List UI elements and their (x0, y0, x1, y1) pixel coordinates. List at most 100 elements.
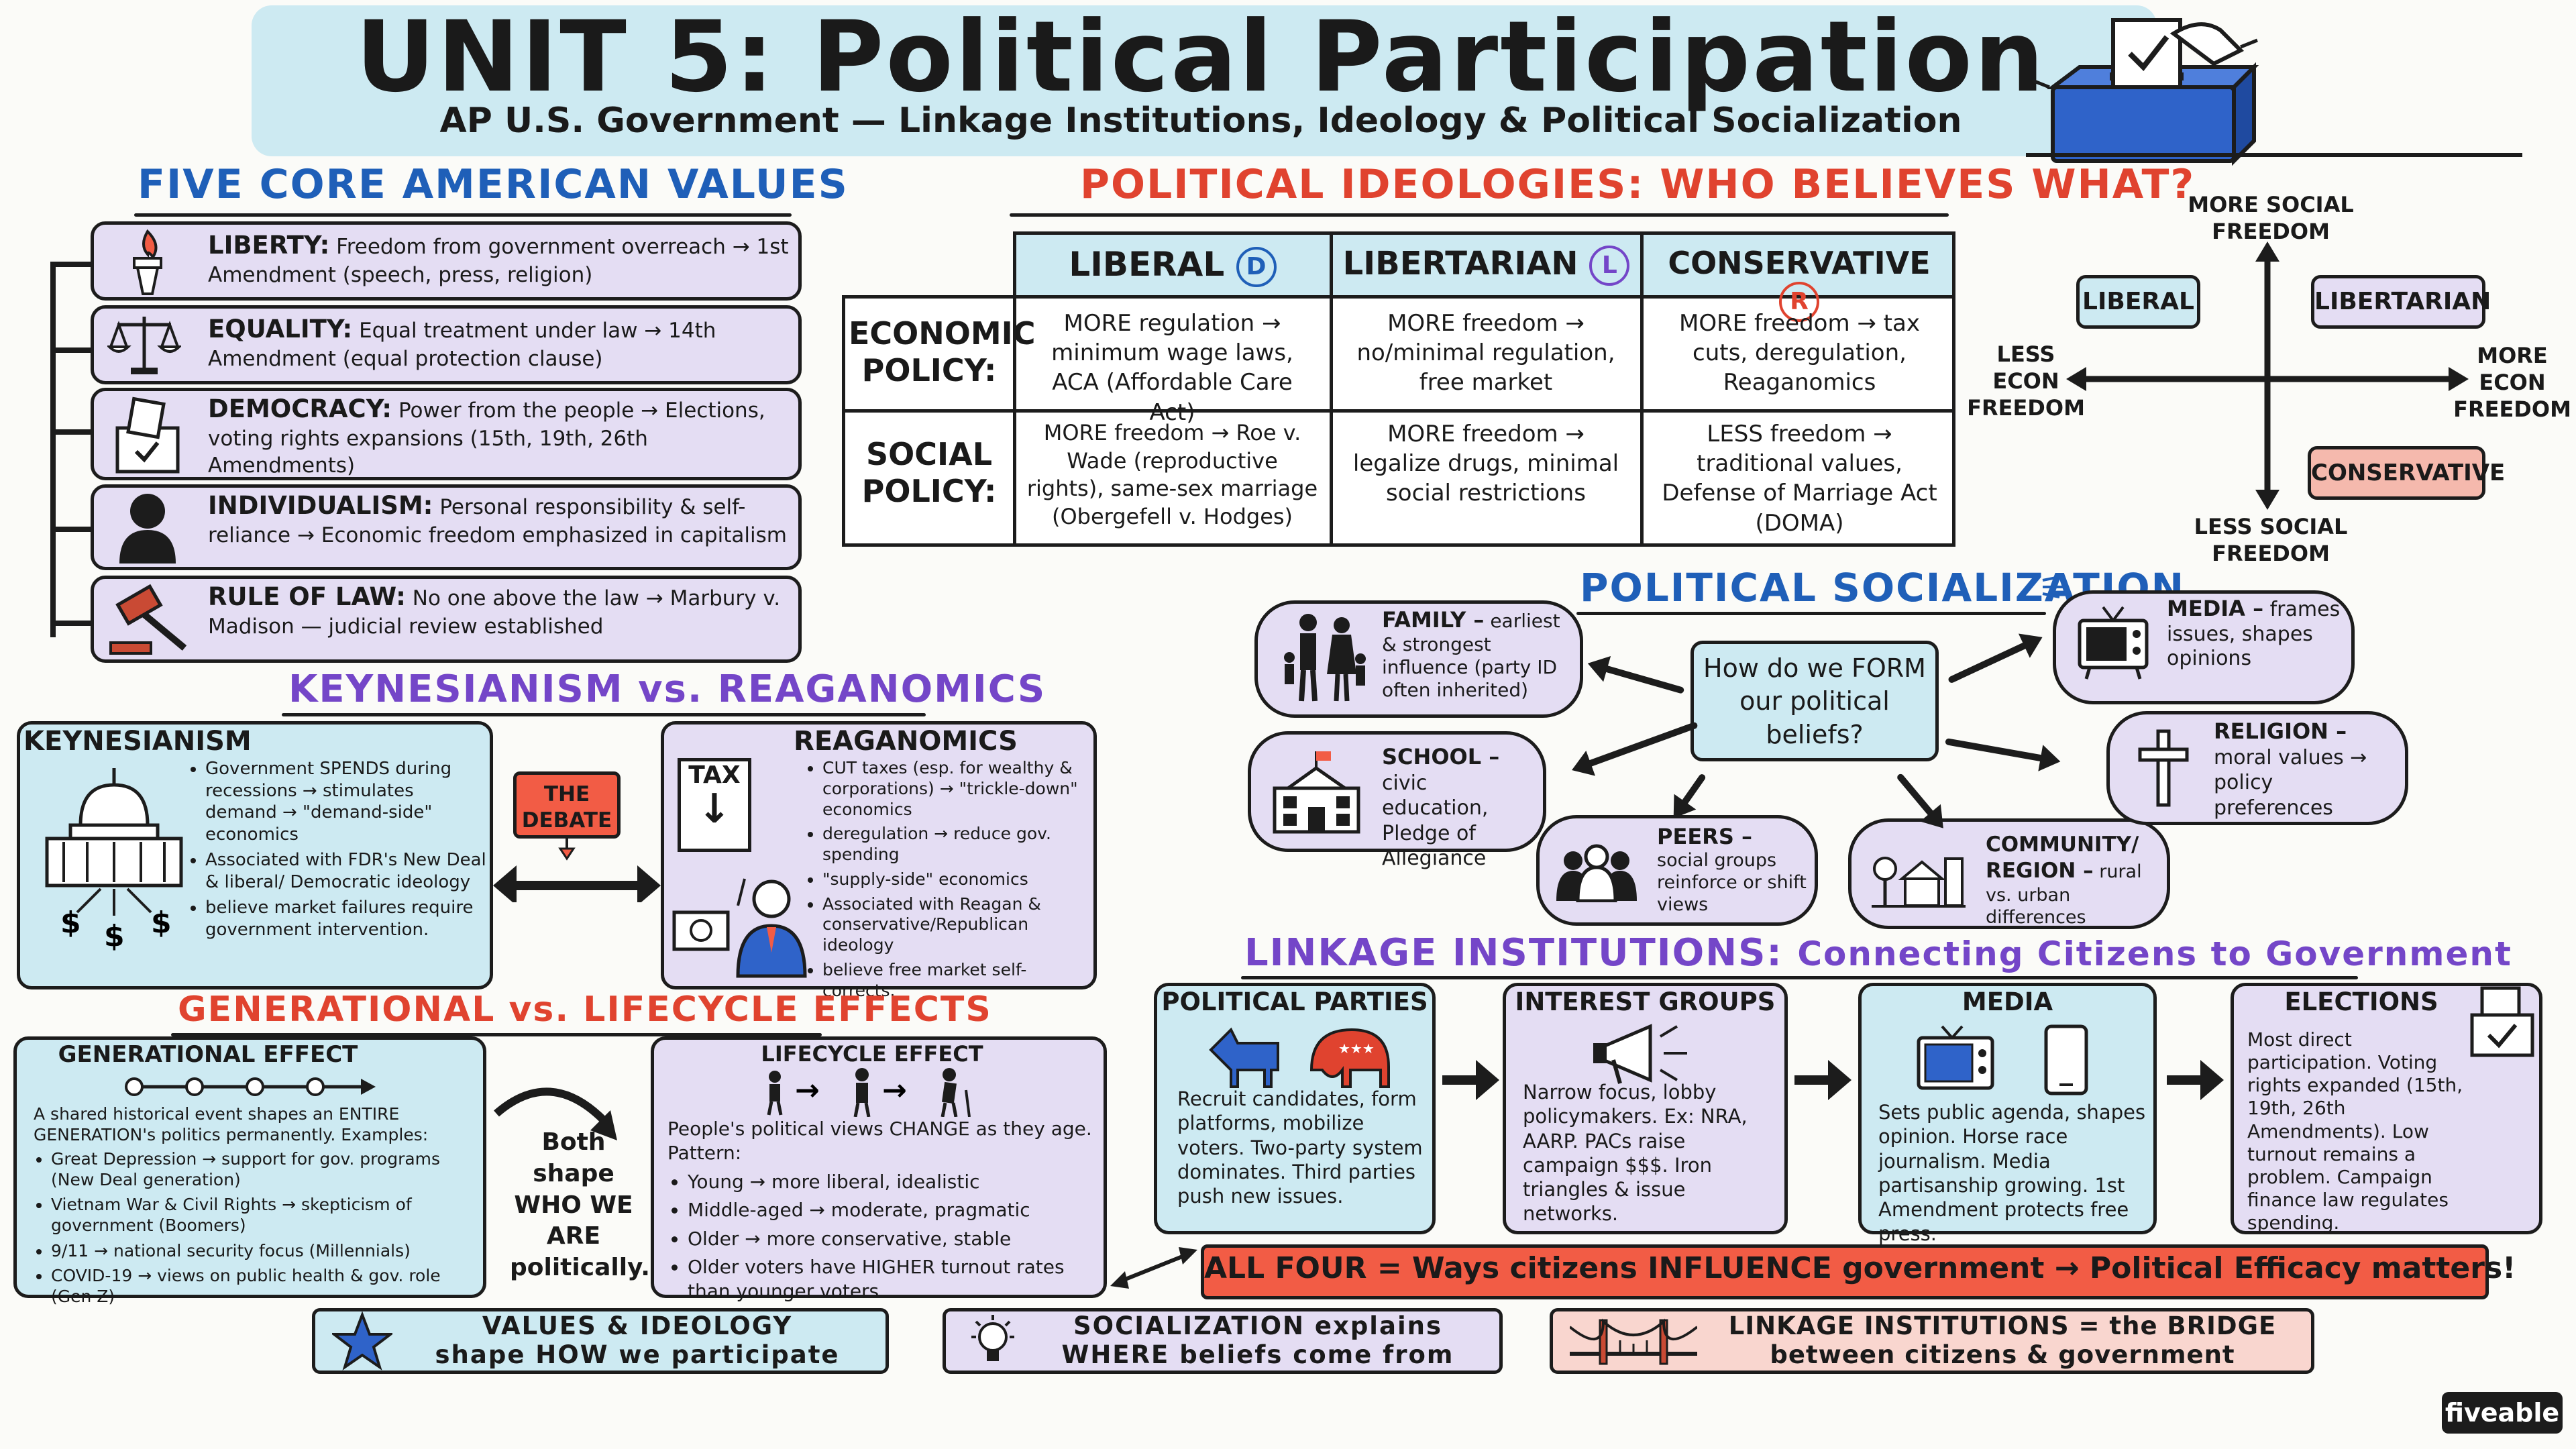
tax-document-icon: TAX↓ (678, 758, 751, 852)
linkage-media-heading: MEDIA (1962, 987, 2053, 1016)
linkage-arrow-2 (1794, 1060, 1851, 1100)
node-community (1848, 818, 2170, 929)
cell-liberal-economic: MORE regulation → minimum wage laws, ACA… (1051, 310, 1293, 426)
cross-icon (2138, 729, 2189, 807)
linkage-title: LINKAGE INSTITUTIONS: Connecting Citizen… (1244, 931, 2512, 975)
linkage-interest-text: Narrow focus, lobby policymakers. Ex: NR… (1523, 1081, 1748, 1226)
ballot-box-icon (2033, 18, 2259, 166)
quadrant-top-label: MORE SOCIAL FREEDOM (2188, 192, 2354, 244)
footer-socialization-box (943, 1308, 1503, 1374)
democrat-badge-icon: D (1236, 246, 1277, 287)
svg-text:→: → (882, 1073, 907, 1108)
effects-title: GENERATIONAL vs. LIFECYCLE EFFECTS (178, 989, 992, 1030)
col-conservative: CONSERVATIVE R (1644, 245, 1954, 322)
lifecycle-body: People's political views CHANGE as they … (667, 1117, 1097, 1308)
bridge-icon (1570, 1318, 1697, 1365)
value-individualism-text: INDIVIDUALISM: Personal responsibility &… (208, 491, 787, 548)
header-rule (2026, 153, 2522, 157)
generational-body: A shared historical event shapes an ENTI… (34, 1104, 476, 1311)
fiveable-logo: fiveable (2442, 1392, 2563, 1434)
quadrant-left-label: LESS ECON FREEDOM (1967, 341, 2085, 421)
socialization-squiggle (2042, 576, 2063, 598)
linkage-banner (1201, 1244, 2489, 1299)
debate-box: THE DEBATE (513, 771, 621, 839)
ideologies-title-underline (1010, 213, 1949, 217)
keynes-title: KEYNESIANISM vs. REAGANOMICS (288, 667, 1046, 711)
keynes-title-underline (282, 713, 926, 716)
linkage-media-text: Sets public agenda, shapes opinion. Hors… (1878, 1101, 2146, 1246)
value-democracy-text: DEMOCRACY: Power from the people → Elect… (208, 394, 765, 478)
keynesianism-bullets: Government SPENDS during recessions → st… (181, 758, 486, 945)
svg-text:★★★: ★★★ (1338, 1040, 1375, 1057)
timeline-icon (125, 1077, 376, 1096)
lifecycle-heading: LIFECYCLE EFFECT (761, 1041, 983, 1067)
ideologies-title: POLITICAL IDEOLOGIES: WHO BELIEVES WHAT? (1080, 161, 2196, 208)
arrow-to-community (1896, 772, 1940, 824)
megaphone-icon (1593, 1024, 1687, 1084)
header-banner (252, 5, 2157, 156)
debate-arrow-icon (493, 835, 661, 902)
gavel-icon (109, 584, 187, 655)
quadrant-conservative-box: CONSERVATIVE (2308, 446, 2505, 500)
page-title: UNIT 5: Political Participation (356, 0, 2046, 114)
value-rule-of-law-text: RULE OF LAW: No one above the law → Marb… (208, 582, 781, 639)
svg-text:→: → (795, 1073, 820, 1108)
socialization-center (1690, 641, 1939, 761)
quadrant-right-label: MORE ECON FREEDOM (2453, 343, 2571, 422)
aging-people-icon: → → (767, 1068, 971, 1117)
linkage-elections-heading: ELECTIONS (2284, 987, 2438, 1016)
value-card-democracy (91, 388, 802, 480)
node-school-text: SCHOOL – civic education, Pledge of Alle… (1382, 744, 1500, 870)
values-title-underline (134, 213, 792, 217)
linkage-interest-card (1503, 983, 1788, 1234)
page-subtitle: AP U.S. Government — Linkage Institution… (439, 101, 1962, 141)
linkage-title-underline (1241, 976, 2358, 979)
tv-phone-icon (1917, 1024, 2088, 1095)
arrow-to-family (1595, 662, 1685, 694)
arrow-to-peers (1676, 773, 1707, 813)
cell-libertarian-economic: MORE freedom → no/minimal regulation, fr… (1356, 310, 1615, 396)
value-equality-text: EQUALITY: Equal treatment under law → 14… (208, 315, 716, 372)
linkage-interest-heading: INTEREST GROUPS (1515, 987, 1776, 1016)
family-icon (1284, 614, 1366, 702)
reaganomics-heading: REAGANOMICS (794, 726, 1018, 757)
school-icon (1273, 751, 1360, 834)
libertarian-badge-icon: L (1589, 246, 1630, 286)
value-card-equality (91, 305, 802, 384)
republican-badge-icon: R (1779, 281, 1819, 322)
cell-conservative-social: LESS freedom → traditional values, Defen… (1662, 421, 1937, 537)
scales-icon (107, 317, 181, 374)
peers-icon (1556, 844, 1637, 902)
effects-title-underline (171, 1033, 822, 1036)
donkey-elephant-icon: ★★★ (1209, 1027, 1390, 1088)
value-card-individualism (91, 484, 802, 570)
values-title: FIVE CORE AMERICAN VALUES (138, 161, 849, 208)
linkage-elections-text: Most direct participation. Voting rights… (2247, 1028, 2463, 1234)
values-bracket (50, 262, 56, 637)
linkage-arrow-1 (1442, 1060, 1499, 1100)
keynesianism-heading: KEYNESIANISM (23, 726, 252, 757)
row-economic-label: ECONOMIC POLICY: (849, 315, 1036, 389)
capitol-icon: $ $ $ (45, 768, 183, 953)
svg-text:$: $ (60, 906, 81, 940)
node-peers-text: PEERS – social groups reinforce or shift… (1657, 824, 1807, 915)
node-community-text: COMMUNITY/ REGION – rural vs. urban diff… (1986, 833, 2142, 928)
arrow-to-school (1579, 721, 1699, 770)
cell-liberal-social: MORE freedom → Roe v. Wade (reproductive… (1026, 420, 1318, 529)
both-shape-text: Both shape WHO WE ARE politically. (510, 1128, 650, 1282)
value-card-rule-of-law (91, 576, 802, 663)
ballot-box-small-icon (2470, 986, 2534, 1057)
tv-icon (2078, 606, 2149, 680)
svg-text:$: $ (104, 919, 125, 953)
reaganomics-bullets: CUT taxes (esp. for wealthy & corporatio… (798, 758, 1093, 1005)
lightbulb-icon (971, 1315, 1014, 1361)
quadrant-liberal-box: LIBERAL (2076, 275, 2200, 329)
quadrant-bottom-label: LESS SOCIAL FREEDOM (2194, 514, 2348, 566)
person-icon (119, 494, 176, 564)
cell-conservative-economic: MORE freedom → tax cuts, deregulation, R… (1679, 310, 1920, 396)
reaganomics-card (661, 721, 1097, 989)
col-libertarian: LIBERTARIAN L (1334, 245, 1639, 286)
star-icon (332, 1311, 392, 1371)
